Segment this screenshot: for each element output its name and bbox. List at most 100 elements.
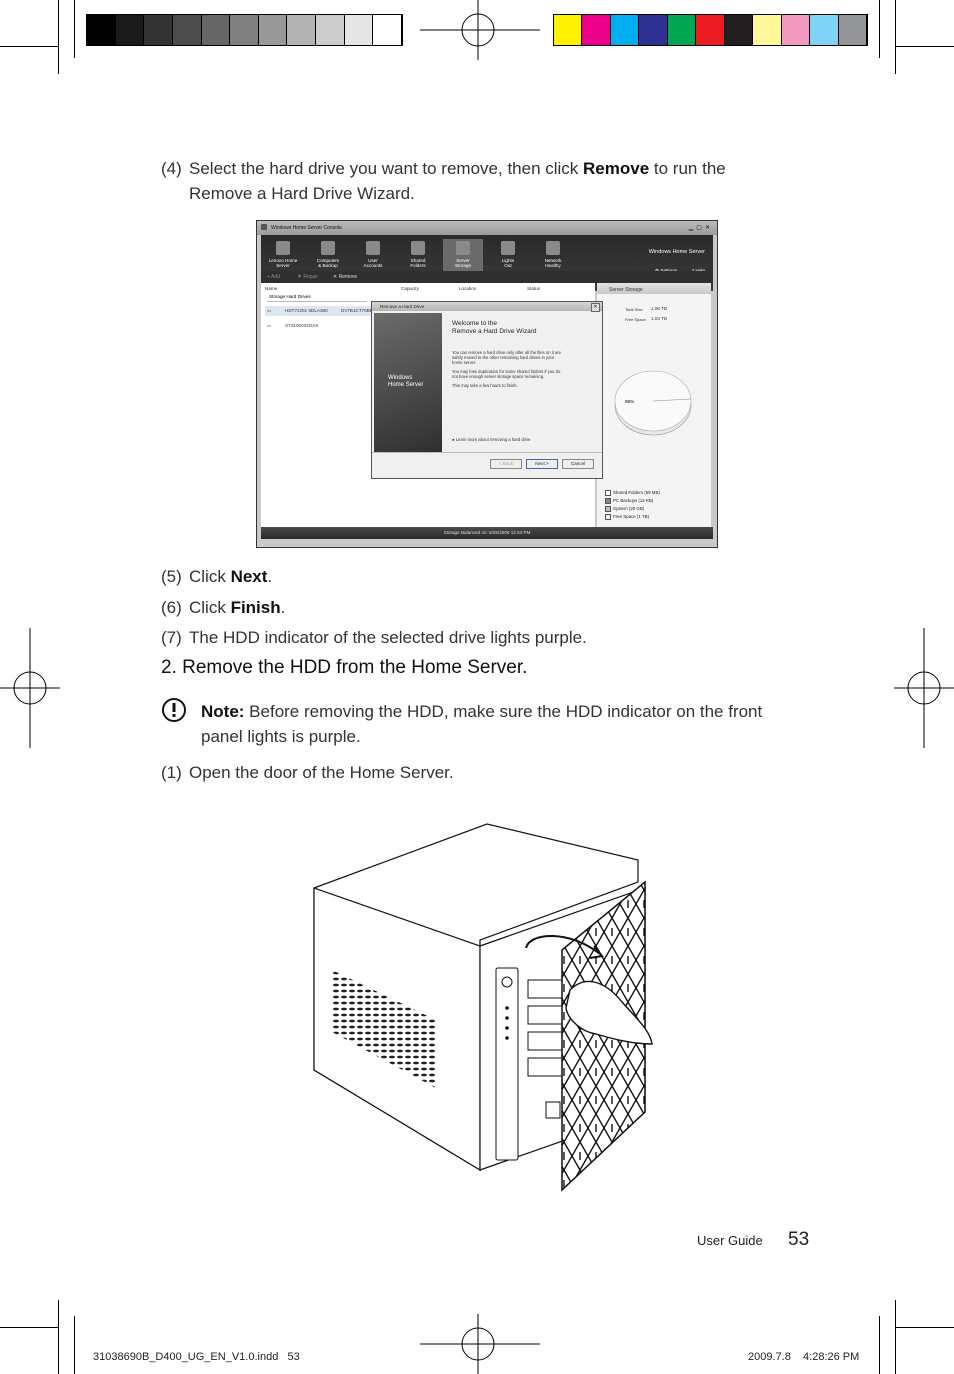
remove-button[interactable]: ✕ Remove <box>333 274 358 280</box>
settings-label: Settings <box>660 268 677 273</box>
server-storage-pane: Server Storage Total Size: 1.06 TB Free … <box>597 283 711 527</box>
ribbon-tab-label: Lenovo Home <box>268 258 298 263</box>
help-link[interactable]: ? Help <box>692 268 705 273</box>
note-line: Before removing the HDD, make sure the H… <box>244 702 763 721</box>
ribbon-tab-label: Server <box>276 263 290 268</box>
ribbon-tab-icon <box>366 241 380 255</box>
add-label: Add <box>271 274 280 280</box>
wizard-title: Remove a Hard Drive <box>380 304 425 309</box>
add-button[interactable]: + Add <box>267 274 280 280</box>
color-swatch <box>554 15 583 45</box>
color-swatch <box>810 15 839 45</box>
storage-pie-chart: 98% <box>614 370 692 436</box>
home-server-illustration <box>313 823 653 1192</box>
gray-swatch <box>258 15 288 45</box>
step-text-part: . <box>267 567 273 586</box>
total-size-value: 1.06 TB <box>651 306 668 311</box>
legend-item: Free Space (1 TB) <box>605 513 709 521</box>
ribbon-tab-label: Computers <box>316 258 340 263</box>
remove-hard-drive-wizard: Remove a Hard Drive✕ Windows Home Server… <box>371 301 603 479</box>
column-location: Location <box>459 286 477 291</box>
free-space-label: Free Space: <box>625 317 647 322</box>
warning-icon <box>162 698 186 722</box>
section-storage-hard-drives: Storage Hard Drives <box>269 294 311 299</box>
wizard-body-line: This may take a few hours to finish. <box>452 383 518 388</box>
storage-title: Server Storage <box>609 287 643 293</box>
back-button[interactable]: < Back <box>490 459 522 469</box>
next-button[interactable]: Next > <box>526 459 558 469</box>
learn-more-link[interactable]: ● Learn more about removing a hard drive <box>452 437 531 442</box>
wizard-body-line: You can remove a hard drive only after a… <box>452 350 562 355</box>
ribbon-tab-label: Healthy <box>545 263 561 268</box>
pie-label: 98% <box>625 399 634 404</box>
ribbon-tab-label: Accounts <box>363 263 383 268</box>
window-title: Windows Home Server Console <box>271 225 342 231</box>
table-row[interactable]: ▭ ST3100034OAS <box>265 321 375 331</box>
step-text-part: to run the <box>649 159 726 178</box>
wizard-body-line: home server. <box>452 360 477 365</box>
ribbon-tab-label: User <box>368 258 378 263</box>
step-text-bold: Remove <box>583 159 650 178</box>
ribbon-tab[interactable]: Computers& Backup <box>308 239 348 283</box>
ribbon-tab-label: Lights <box>501 258 515 263</box>
gray-swatch <box>230 15 259 45</box>
close-icon[interactable]: ✕ <box>591 303 600 312</box>
footer-file-info: 31038690B_D400_UG_EN_V1.0.indd 53 <box>93 1351 300 1363</box>
color-swatch <box>838 15 867 45</box>
step-text-part: Select the hard drive you want to remove… <box>189 159 584 178</box>
ribbon-tab-icon <box>276 241 290 255</box>
step-text-bold: Finish <box>230 598 281 617</box>
color-swatch <box>753 15 782 45</box>
registration-mark-top <box>420 0 540 60</box>
step-number: (7) <box>161 628 182 647</box>
step-text: Select the hard drive you want to remove… <box>189 157 726 181</box>
table-row[interactable]: ▭ HDT72251 6DLA380 DV7Б1CT70BE <box>265 306 375 316</box>
step-text-part: . <box>280 598 286 617</box>
gray-swatch <box>144 15 173 45</box>
help-label: Help <box>696 268 705 273</box>
step-text: Click Next. <box>189 565 272 589</box>
column-status: Status <box>527 286 541 291</box>
gray-swatch <box>172 15 202 45</box>
settings-link[interactable]: ⚙ Settings <box>655 268 677 274</box>
note-label: Note: <box>201 702 245 721</box>
step-text-part: The HDD indicator of the selected drive … <box>189 628 587 647</box>
color-swatch <box>696 15 725 45</box>
wizard-heading-line: Remove a Hard Drive Wizard <box>452 328 537 335</box>
wizard-body-line: You may lose duplication for some shared… <box>452 369 561 374</box>
app-icon <box>261 224 267 230</box>
brand-logo: Windows Home Server <box>648 249 705 255</box>
registration-mark-left <box>0 628 60 748</box>
color-calibration-bar <box>553 14 868 46</box>
toolbar: + Add ▼ Repair ✕ Remove <box>261 271 713 283</box>
window-controls[interactable]: ▁▢✕ <box>688 225 713 231</box>
section-heading: 2. Remove the HDD from the Home Server. <box>161 657 528 678</box>
gray-swatch <box>316 15 345 45</box>
step-number: (4) <box>161 159 182 178</box>
drive-name: HDT72251 6DLA380 <box>285 308 328 313</box>
learn-more-label: Learn more about removing a hard drive <box>455 437 531 442</box>
step-number: (1) <box>161 763 182 782</box>
step-text-part: Click <box>189 567 231 586</box>
wizard-body-line: safely moved to the other remaining hard… <box>452 355 555 360</box>
legend-label: System (20 GB) <box>613 506 645 511</box>
note-line2: panel lights is purple. <box>201 727 361 746</box>
cancel-button[interactable]: Cancel <box>562 459 594 469</box>
legend-item: PC Backups (14 KB) <box>605 497 709 505</box>
total-size-label: Total Size: <box>625 307 644 312</box>
note-text: Note: Before removing the HDD, make sure… <box>201 700 762 724</box>
wizard-titlebar: Remove a Hard Drive ✕ <box>372 302 602 312</box>
color-swatch <box>639 15 668 45</box>
drive-extra: DV7Б1CT70BE <box>341 308 373 313</box>
legend-label: Free Space (1 TB) <box>613 514 650 519</box>
step-text: Open the door of the Home Server. <box>189 763 454 782</box>
color-swatch <box>781 15 811 45</box>
gray-swatch <box>373 15 402 45</box>
repair-button[interactable]: ▼ Repair <box>297 274 319 280</box>
status-bar: Storage Balanced on: 6/25/2009 12:54 PM <box>261 527 713 539</box>
